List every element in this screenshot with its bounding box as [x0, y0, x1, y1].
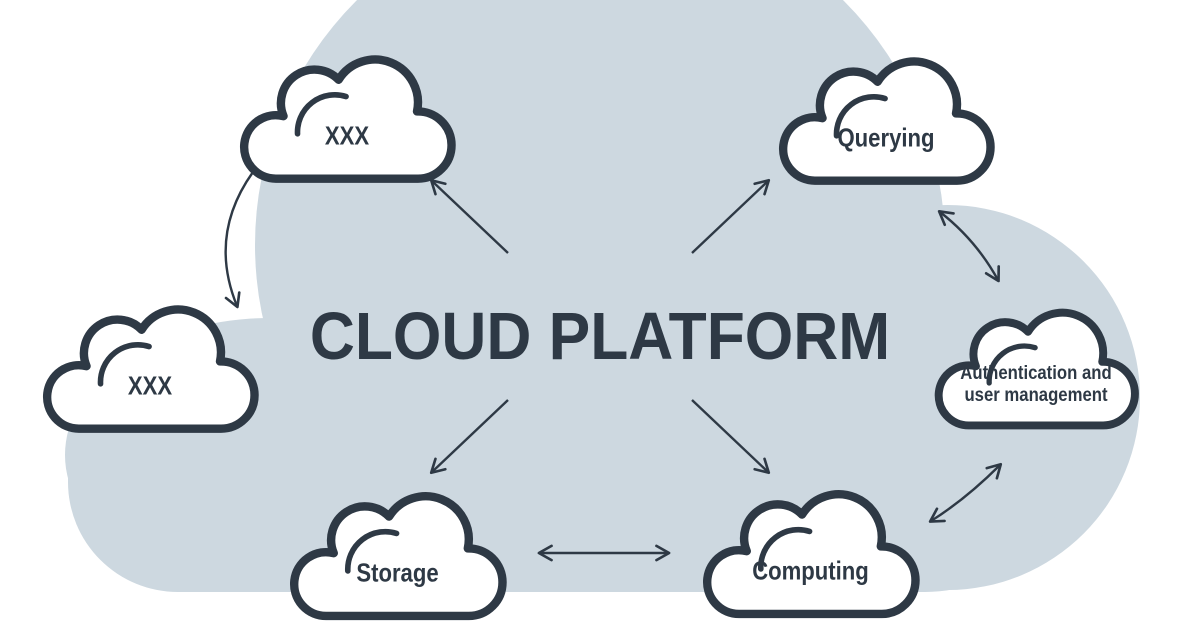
arrow-center-to-storage [429, 399, 509, 475]
cloud-left: XXX [35, 298, 265, 438]
cloud-icon [285, 484, 510, 626]
cloud-storage: Storage [285, 484, 510, 626]
arrow-center-to-querying [691, 178, 771, 254]
cloud-querying-label: Querying [837, 122, 935, 153]
cloud-icon [232, 48, 462, 188]
page-title: CLOUD PLATFORM [309, 299, 891, 374]
arrow-querying-authentication [937, 210, 1001, 283]
cloud-icon [772, 50, 1000, 190]
cloud-computing: Computing [698, 482, 923, 624]
arrow-authentication-computing [928, 462, 1003, 523]
cloud-icon [698, 482, 923, 624]
cloud-top-left-label: XXX [324, 120, 370, 151]
cloud-authentication-label: Authentication and user management [943, 363, 1130, 407]
cloud-storage-label: Storage [356, 557, 439, 588]
authentication-label-line-2: user management [964, 384, 1108, 406]
cloud-authentication: Authentication and user management [930, 298, 1142, 438]
arrow-top-left-to-left [224, 171, 254, 309]
cloud-left-label: XXX [127, 370, 173, 401]
cloud-top-left: XXX [232, 48, 462, 188]
cloud-querying: Querying [772, 50, 1000, 190]
arrow-center-to-computing [691, 399, 771, 475]
cloud-computing-label: Computing [752, 555, 869, 586]
authentication-label-line-1: Authentication and [960, 362, 1112, 384]
arrow-center-to-top-left [429, 178, 509, 254]
